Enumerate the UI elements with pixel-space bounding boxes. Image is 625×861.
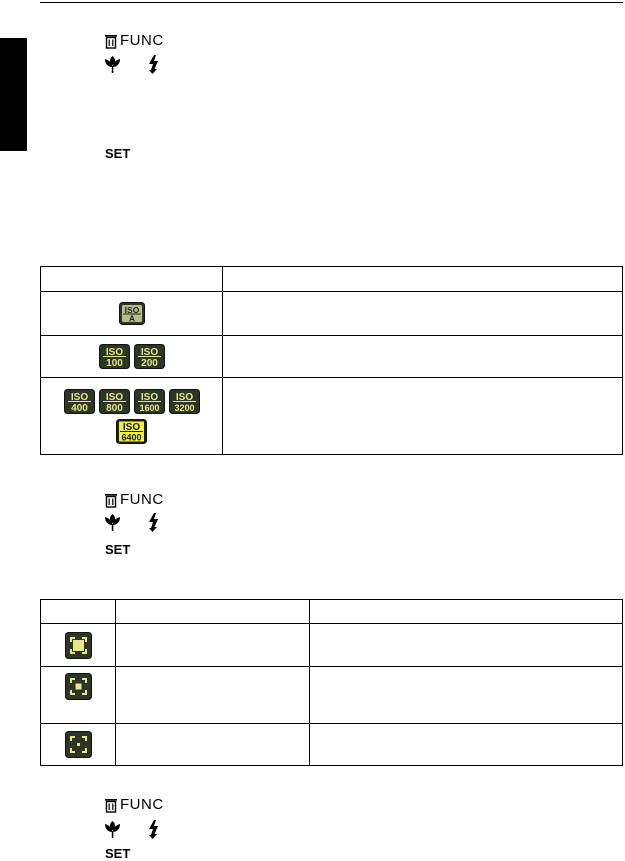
table-header-cell <box>40 266 223 292</box>
table-row: ISO 100 ISO 200 <box>40 335 623 378</box>
trash-icon <box>105 493 117 508</box>
iso-description-cell <box>222 335 623 378</box>
table-header-cell <box>309 599 623 624</box>
set-label: SET <box>105 542 131 557</box>
af-icon-cell <box>40 723 116 766</box>
iso-badge-value: 800 <box>106 403 123 414</box>
func-label: FUNC <box>120 32 164 49</box>
svg-text:ISO: ISO <box>140 392 157 403</box>
flash-icon-wrap <box>148 513 159 537</box>
func-label: FUNC <box>120 491 164 508</box>
trash-icon <box>105 798 117 813</box>
flash-icon-wrap <box>148 55 159 79</box>
table-row: ISO A <box>40 291 623 336</box>
iso-auto-badge-icon: ISO A <box>118 302 145 325</box>
iso-badge-icon: ISO 3200 <box>168 388 200 414</box>
af-description-cell <box>309 723 623 766</box>
macro-icon-wrap <box>104 820 121 844</box>
af-name-cell <box>115 623 310 667</box>
iso-badge-value: A <box>128 314 134 324</box>
func-label: FUNC <box>120 796 164 813</box>
table-row: ISO 400 ISO 800 ISO 1600 <box>40 377 623 455</box>
table-row <box>40 623 623 667</box>
iso-badge-icon: ISO 6400 <box>116 418 147 444</box>
func-control-row: FUNC <box>104 797 164 813</box>
af-area-table <box>40 599 623 766</box>
macro-icon-wrap <box>104 55 121 79</box>
af-wide-icon <box>64 631 92 659</box>
macro-flower-icon <box>105 821 120 838</box>
svg-text:ISO: ISO <box>70 392 87 403</box>
af-name-cell <box>115 666 310 724</box>
iso-badge-value: 200 <box>141 358 158 369</box>
flash-icon-wrap <box>148 820 159 844</box>
svg-text:ISO: ISO <box>105 392 122 403</box>
set-label: SET <box>105 846 131 861</box>
func-control-row: FUNC <box>104 492 164 508</box>
iso-badge-value: 100 <box>106 358 123 369</box>
iso-badge-icon: ISO 400 <box>63 388 95 414</box>
table-header-cell <box>115 599 310 624</box>
af-description-cell <box>309 666 623 724</box>
flash-bolt-icon <box>149 820 158 839</box>
af-icon-cell <box>40 623 116 667</box>
af-icon-cell <box>40 666 116 724</box>
macro-flower-icon <box>105 514 120 531</box>
iso-icon-cell: ISO A <box>40 291 223 336</box>
svg-text:ISO: ISO <box>105 347 122 358</box>
af-description-cell <box>309 623 623 667</box>
af-center-icon <box>64 673 92 700</box>
table-row <box>40 723 623 766</box>
trash-icon <box>105 34 117 49</box>
func-control-row: FUNC <box>104 33 164 49</box>
iso-description-cell <box>222 377 623 455</box>
iso-icon-cell: ISO 100 ISO 200 <box>40 335 223 378</box>
iso-badge-icon: ISO 800 <box>98 388 130 414</box>
macro-icon-wrap <box>104 513 121 537</box>
table-header-cell <box>40 599 116 624</box>
iso-icon-cell: ISO 400 ISO 800 ISO 1600 <box>40 377 223 455</box>
table-header-row <box>40 266 623 292</box>
header-rule <box>40 2 623 3</box>
iso-badge-value: 400 <box>71 403 88 414</box>
iso-table: ISO A ISO 100 ISO 200 <box>40 266 623 455</box>
iso-badge-value: 1600 <box>139 403 159 413</box>
iso-badge-icon: ISO 200 <box>133 344 165 369</box>
af-name-cell <box>115 723 310 766</box>
iso-badge-value: 3200 <box>174 403 194 413</box>
macro-flower-icon <box>105 56 120 73</box>
svg-text:ISO: ISO <box>124 305 139 315</box>
svg-text:ISO: ISO <box>175 392 192 403</box>
table-header-row <box>40 599 623 624</box>
svg-text:ISO: ISO <box>123 422 140 433</box>
set-label: SET <box>105 146 131 161</box>
iso-badge-icon: ISO 100 <box>98 344 130 369</box>
svg-text:ISO: ISO <box>140 347 157 358</box>
flash-bolt-icon <box>149 513 158 532</box>
table-header-cell <box>222 266 623 292</box>
table-row <box>40 666 623 724</box>
chapter-side-tab <box>0 38 27 151</box>
iso-badge-value: 6400 <box>121 432 141 442</box>
iso-description-cell <box>222 291 623 336</box>
iso-badge-icon: ISO 1600 <box>133 388 165 414</box>
flash-bolt-icon <box>149 55 158 74</box>
af-spot-icon <box>64 731 92 758</box>
